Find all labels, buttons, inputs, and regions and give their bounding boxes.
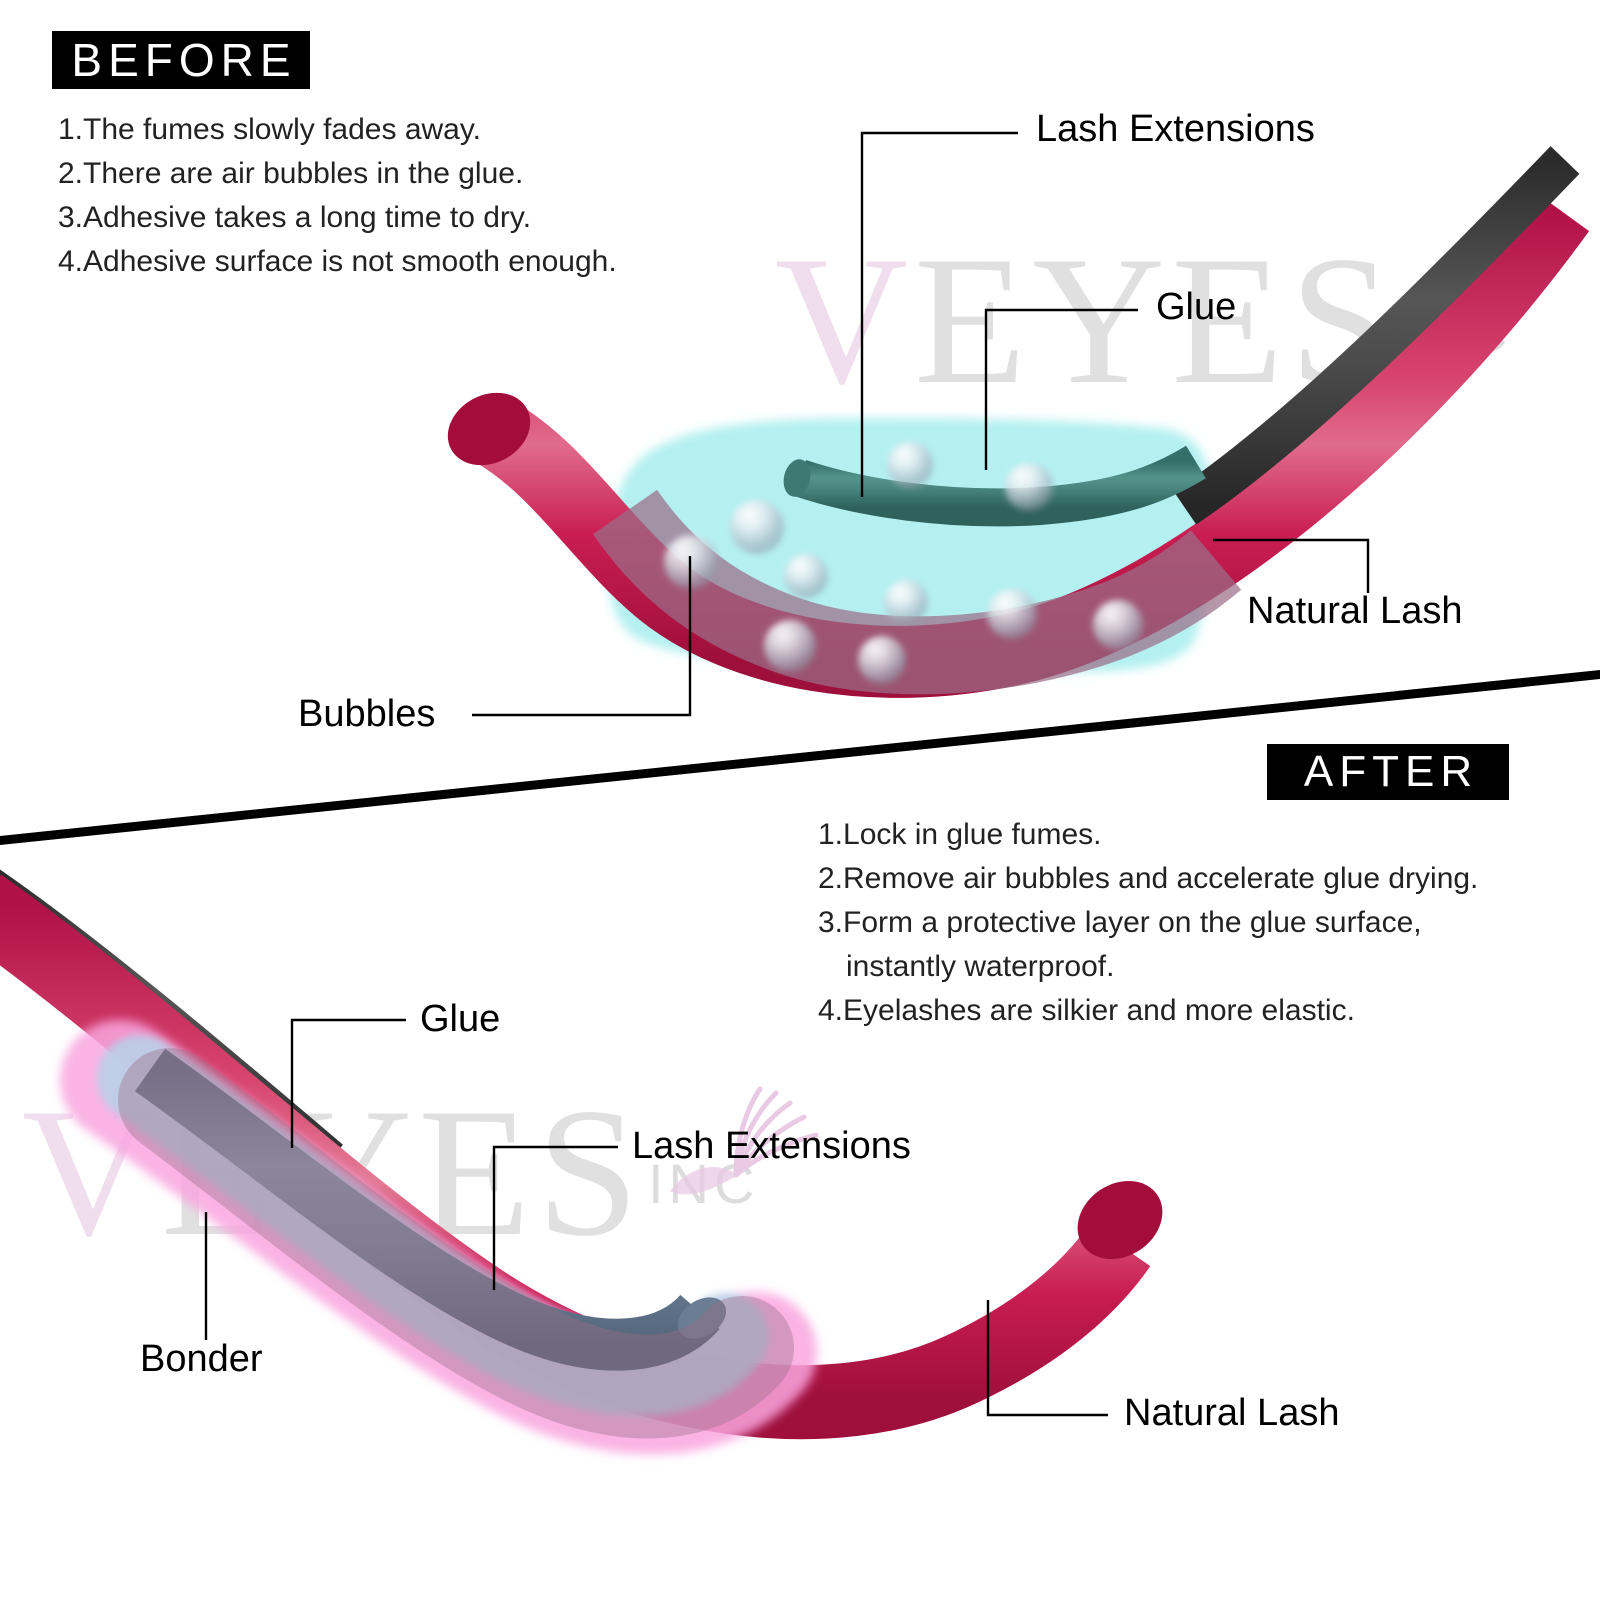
bubbles-group-before	[664, 442, 1143, 684]
leader-natural-lash-after	[986, 1300, 1108, 1417]
adhesive-overlay-after	[118, 1048, 794, 1439]
before-bullet-1: 1.The fumes slowly fades away.	[58, 113, 481, 146]
lash-extension-after	[134, 1048, 720, 1371]
natural-lash-tip-after	[1077, 1180, 1163, 1260]
callout-natural-lash-before: Natural Lash	[1247, 590, 1463, 632]
callout-glue-after: Glue	[420, 998, 501, 1040]
leader-lash-extensions-before	[860, 131, 1018, 497]
leader-glue-before	[984, 308, 1138, 470]
after-bullet-list: 1.Lock in glue fumes. 2.Remove air bubbl…	[818, 813, 1478, 1033]
callout-bonder-after: Bonder	[140, 1338, 263, 1380]
bubble	[784, 554, 828, 598]
lash-extension-dark-before	[1173, 146, 1580, 525]
bubble	[1093, 600, 1143, 650]
after-bullet-1: 1.Lock in glue fumes.	[818, 818, 1102, 851]
bubble	[887, 442, 933, 488]
leader-glue-after	[290, 1018, 406, 1148]
lash-extension-tip-after	[677, 1297, 727, 1339]
after-bullet-3-cont: instantly waterproof.	[846, 950, 1115, 983]
callout-bubbles-before: Bubbles	[298, 693, 436, 735]
leader-lash-extensions-after	[492, 1145, 618, 1290]
watermark-lash-fan	[670, 1086, 819, 1195]
after-bullet-2: 2.Remove air bubbles and accelerate glue…	[818, 862, 1479, 895]
badge-before: BEFORE	[52, 31, 310, 89]
bubble	[987, 589, 1037, 639]
leader-lines-after	[204, 1018, 1108, 1417]
before-bullet-list: 1.The fumes slowly fades away. 2.There a…	[58, 108, 617, 284]
callout-lash-extensions-before: Lash Extensions	[1036, 108, 1315, 150]
leader-natural-lash-before	[1213, 538, 1370, 593]
before-bullet-3: 3.Adhesive takes a long time to dry.	[58, 201, 532, 234]
callout-natural-lash-after: Natural Lash	[1124, 1392, 1340, 1434]
bubble	[1005, 463, 1053, 511]
after-bullet-4: 4.Eyelashes are silkier and more elastic…	[818, 994, 1355, 1027]
natural-lash-tip-before	[447, 392, 531, 466]
callout-glue-before: Glue	[1156, 286, 1237, 328]
bubble	[884, 580, 928, 624]
bubble	[764, 620, 816, 672]
before-bullet-2: 2.There are air bubbles in the glue.	[58, 157, 524, 190]
before-bullet-4: 4.Adhesive surface is not smooth enough.	[58, 245, 617, 278]
bubble	[730, 500, 784, 554]
callout-lash-extensions-after: Lash Extensions	[632, 1125, 911, 1167]
after-bullet-3: 3.Form a protective layer on the glue su…	[818, 906, 1422, 939]
badge-after: AFTER	[1267, 744, 1509, 800]
lash-extension-teal-tip-before	[783, 459, 811, 497]
